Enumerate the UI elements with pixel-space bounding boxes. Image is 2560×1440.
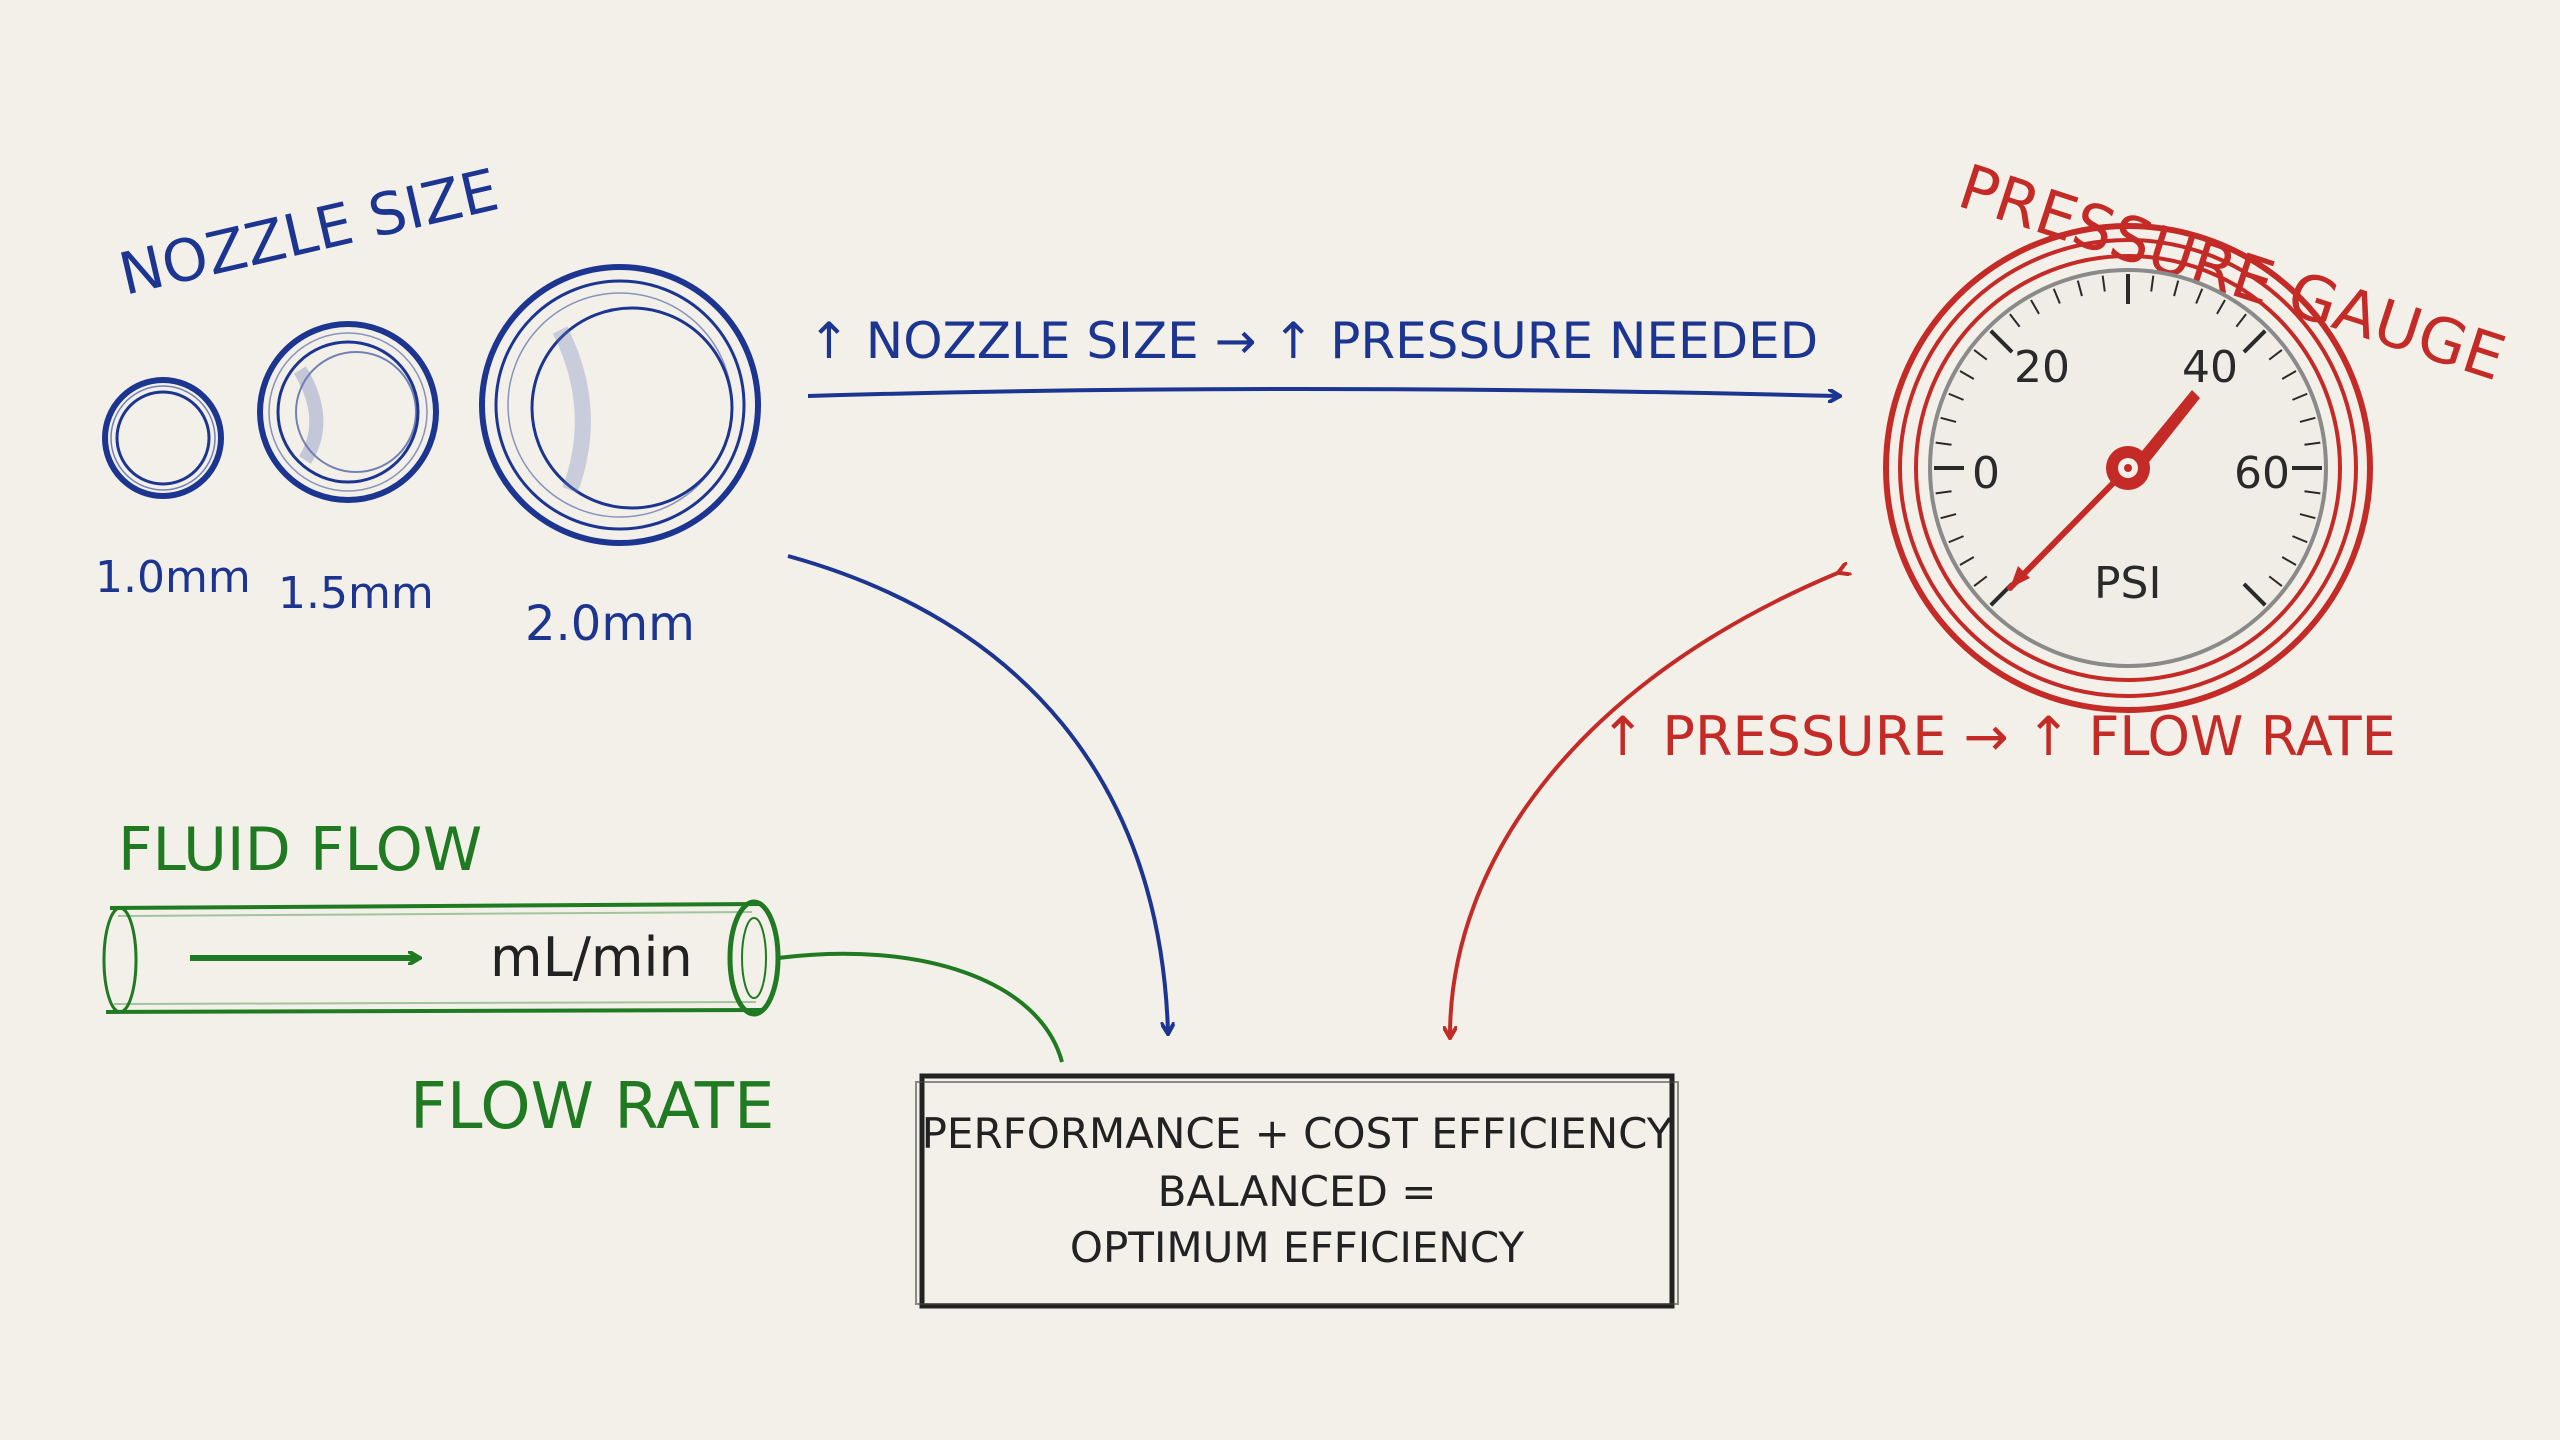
gauge-tick: [1940, 513, 1957, 520]
gauge-tick: [2242, 329, 2267, 354]
gauge-tick-label-20: 20: [2014, 342, 2070, 393]
gauge-tick: [1973, 575, 1988, 587]
nozzle-ring-medium: [257, 321, 439, 503]
nozzle-ring-large: [479, 264, 761, 546]
gauge-tick: [1959, 556, 1975, 566]
gauge-tick: [2281, 370, 2297, 380]
gauge-tick: [2299, 416, 2316, 423]
gauge-tick: [2304, 490, 2321, 495]
fluid-flow-title: FLUID FLOW: [118, 815, 482, 885]
gauge-tick: [2304, 441, 2321, 446]
nozzle-size-label-1: 1.0mm: [95, 552, 251, 603]
nozzle-pressure-relation-text: ↑ NOZZLE SIZE → ↑ PRESSURE NEEDED: [808, 312, 1818, 370]
gauge-tick-label-40: 40: [2182, 342, 2238, 393]
gauge-tick: [1940, 416, 1957, 423]
nozzle-pressure-relation: ↑ NOZZLE SIZE → ↑ PRESSURE NEEDED: [807, 312, 1838, 396]
gauge-tick: [1973, 349, 1988, 361]
gauge-tick: [2030, 299, 2040, 315]
flow-rate-caption: FLOW RATE: [410, 1070, 774, 1144]
gauge-tick: [2052, 288, 2061, 304]
gauge-tick: [2101, 275, 2106, 292]
pressure-flow-relation-text: ↑ PRESSURE → ↑ FLOW RATE: [1600, 705, 2396, 768]
pressure-flow-relation: ↑ PRESSURE → ↑ FLOW RATE: [1450, 572, 2396, 1036]
result-line-3: OPTIMUM EFFICIENCY: [1070, 1223, 1524, 1272]
nozzle-size-label-2: 1.5mm: [278, 568, 434, 619]
gauge-tick: [2009, 313, 2021, 328]
gauge-tick: [2268, 349, 2283, 361]
gauge-tick: [2299, 513, 2316, 520]
gauge-unit-label: PSI: [2094, 558, 2161, 609]
gauge-tick: [1935, 490, 1952, 495]
gauge-needle: [2007, 390, 2200, 591]
gauge-tick-label-60: 60: [2234, 448, 2290, 499]
gauge-tick: [2268, 575, 2283, 587]
nozzle-size-label-3: 2.0mm: [525, 596, 695, 652]
fluid-tube: [102, 899, 781, 1017]
gauge-tick: [1948, 392, 1964, 401]
gauge-tick: [2216, 299, 2226, 315]
nozzle-title: NOZZLE SIZE: [113, 156, 505, 309]
gauge-tick: [1959, 370, 1975, 380]
gauge-tick: [1948, 535, 1964, 544]
gauge-tick: [2076, 280, 2083, 297]
gauge-tick: [1989, 329, 2014, 354]
result-box: PERFORMANCE + COST EFFICIENCY BALANCED =…: [915, 1073, 1679, 1309]
fluid-to-result-line: [777, 951, 1064, 1063]
nozzle-to-result-arrow: [787, 554, 1168, 1032]
gauge-tick: [2242, 582, 2267, 607]
result-line-1: PERFORMANCE + COST EFFICIENCY: [922, 1109, 1673, 1158]
gauge-tick-label-0: 0: [1972, 448, 2000, 499]
pressure-gauge-section: PRESSURE GAUGE 0 20 40 60 PSI: [1883, 150, 2514, 713]
gauge-tick: [2292, 392, 2308, 401]
gauge-tick: [2150, 275, 2155, 292]
nozzle-ring-small: [102, 377, 224, 499]
nozzle-section: NOZZLE SIZE 1.0mm 1.5mm 2.0mm: [95, 156, 761, 652]
fluid-flow-section: FLUID FLOW mL/min FLOW RATE: [102, 815, 1064, 1144]
gauge-tick: [1935, 441, 1952, 446]
gauge-tick: [2281, 556, 2297, 566]
gauge-tick: [2235, 313, 2247, 328]
gauge-result-double-arrow: [1450, 572, 1840, 1036]
gauge-tick: [2173, 280, 2180, 297]
gauge-tick: [2195, 288, 2204, 304]
gauge-tick: [2292, 535, 2308, 544]
fluid-flow-unit: mL/min: [490, 926, 693, 989]
result-line-2: BALANCED =: [1158, 1167, 1437, 1216]
nozzle-to-gauge-arrow: [807, 387, 1838, 396]
